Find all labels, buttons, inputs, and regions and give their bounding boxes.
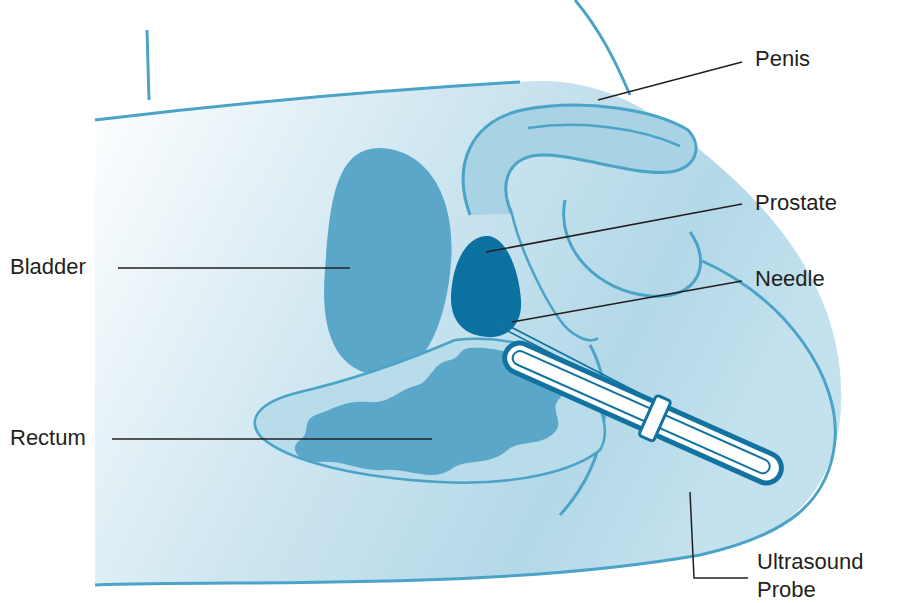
- prostate-shape: [451, 236, 521, 337]
- leader-line: [112, 438, 432, 440]
- probe-clamp: [639, 395, 672, 442]
- probe-inner: [510, 349, 771, 476]
- thigh-outline: [575, 0, 630, 95]
- leader-line: [598, 62, 742, 100]
- needle-tip: [487, 316, 489, 320]
- part-label: Penis: [755, 45, 885, 73]
- leader-line: [512, 281, 742, 322]
- part-label: Bladder: [10, 253, 115, 281]
- leader-line: [690, 492, 748, 578]
- part-label: Needle: [755, 265, 885, 293]
- part-label: Prostate: [755, 189, 885, 217]
- scrotum-outline: [564, 200, 701, 296]
- leader-line: [118, 267, 350, 269]
- body-fill: [95, 81, 841, 585]
- probe-symbol: [497, 332, 789, 494]
- probe-body: [500, 338, 786, 487]
- arm-outline: [147, 30, 149, 100]
- leader-line: [486, 204, 742, 252]
- urethra-line: [528, 125, 680, 146]
- part-label: Rectum: [10, 424, 110, 452]
- bladder-shape: [324, 148, 452, 376]
- part-label: Ultrasound Probe: [757, 548, 882, 603]
- body-outline: [95, 82, 520, 120]
- penis-shape: [463, 105, 696, 215]
